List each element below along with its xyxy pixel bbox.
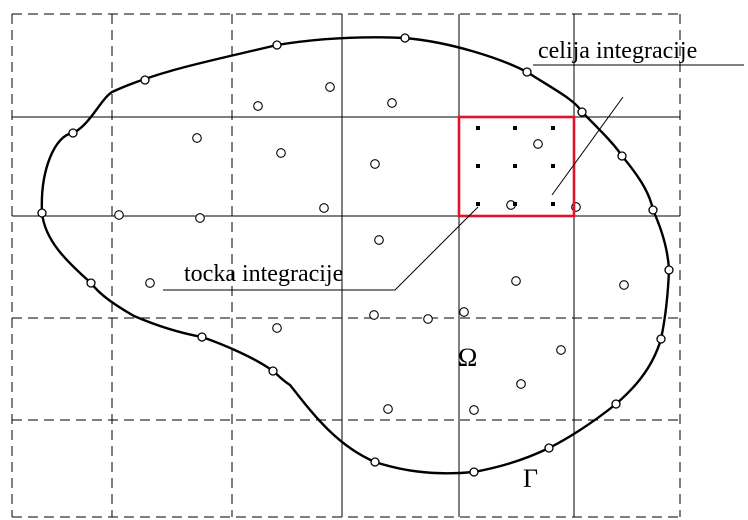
gauss-point	[513, 126, 517, 130]
gauss-point	[476, 164, 480, 168]
interior-node	[556, 345, 566, 355]
interior-node	[253, 101, 263, 111]
boundary-symbol: Γ	[523, 464, 538, 493]
domain-symbol: Ω	[458, 343, 477, 372]
interior-node	[469, 405, 479, 415]
interior-nodes-group	[114, 82, 629, 415]
interior-node	[459, 307, 469, 317]
leader-lines-group	[163, 64, 744, 291]
cell-label-leader	[551, 96, 624, 196]
gauss-point	[551, 164, 555, 168]
interior-node	[387, 98, 397, 108]
gauss-point	[476, 202, 480, 206]
boundary-node	[68, 128, 78, 138]
interior-node	[114, 210, 124, 220]
interior-node	[619, 280, 629, 290]
boundary-node	[544, 443, 554, 453]
gauss-points-group	[476, 126, 555, 206]
interior-node	[370, 159, 380, 169]
boundary-node	[664, 265, 674, 275]
gauss-point	[551, 126, 555, 130]
domain-boundary-curve	[40, 36, 671, 475]
boundary-node	[268, 366, 278, 376]
interior-node	[272, 323, 282, 333]
interior-node	[369, 310, 379, 320]
boundary-node	[611, 399, 621, 409]
boundary-node	[577, 107, 587, 117]
interior-node	[383, 404, 393, 414]
boundary-nodes-group	[37, 33, 674, 477]
point-label: tocka integracije	[184, 261, 343, 287]
interior-node	[276, 148, 286, 158]
boundary-node	[140, 75, 150, 85]
boundary-node	[272, 40, 282, 50]
gauss-point	[513, 164, 517, 168]
gauss-point	[513, 202, 517, 206]
boundary-node	[197, 332, 207, 342]
interior-node	[533, 139, 543, 149]
interior-node	[319, 203, 329, 213]
gauss-point	[551, 202, 555, 206]
boundary-node	[656, 334, 666, 344]
boundary-node	[648, 205, 658, 215]
boundary-node	[370, 457, 380, 467]
interior-node	[145, 278, 155, 288]
boundary-node	[469, 467, 479, 477]
boundary-node	[522, 67, 532, 77]
interior-node	[195, 213, 205, 223]
interior-node	[423, 314, 433, 324]
boundary-node	[86, 278, 96, 288]
interior-node	[192, 133, 202, 143]
interior-node	[511, 276, 521, 286]
boundary-node	[617, 151, 627, 161]
interior-node	[516, 379, 526, 389]
interior-node	[374, 235, 384, 245]
gauss-point	[476, 126, 480, 130]
boundary-node	[37, 208, 47, 218]
background-grid	[11, 13, 681, 518]
point-label-leader	[394, 206, 479, 291]
boundary-node	[400, 33, 410, 43]
cell-label: celija integracije	[538, 38, 697, 64]
integration-cell-highlight	[457, 115, 576, 218]
domain-boundary-group	[40, 36, 671, 475]
interior-node	[325, 82, 335, 92]
